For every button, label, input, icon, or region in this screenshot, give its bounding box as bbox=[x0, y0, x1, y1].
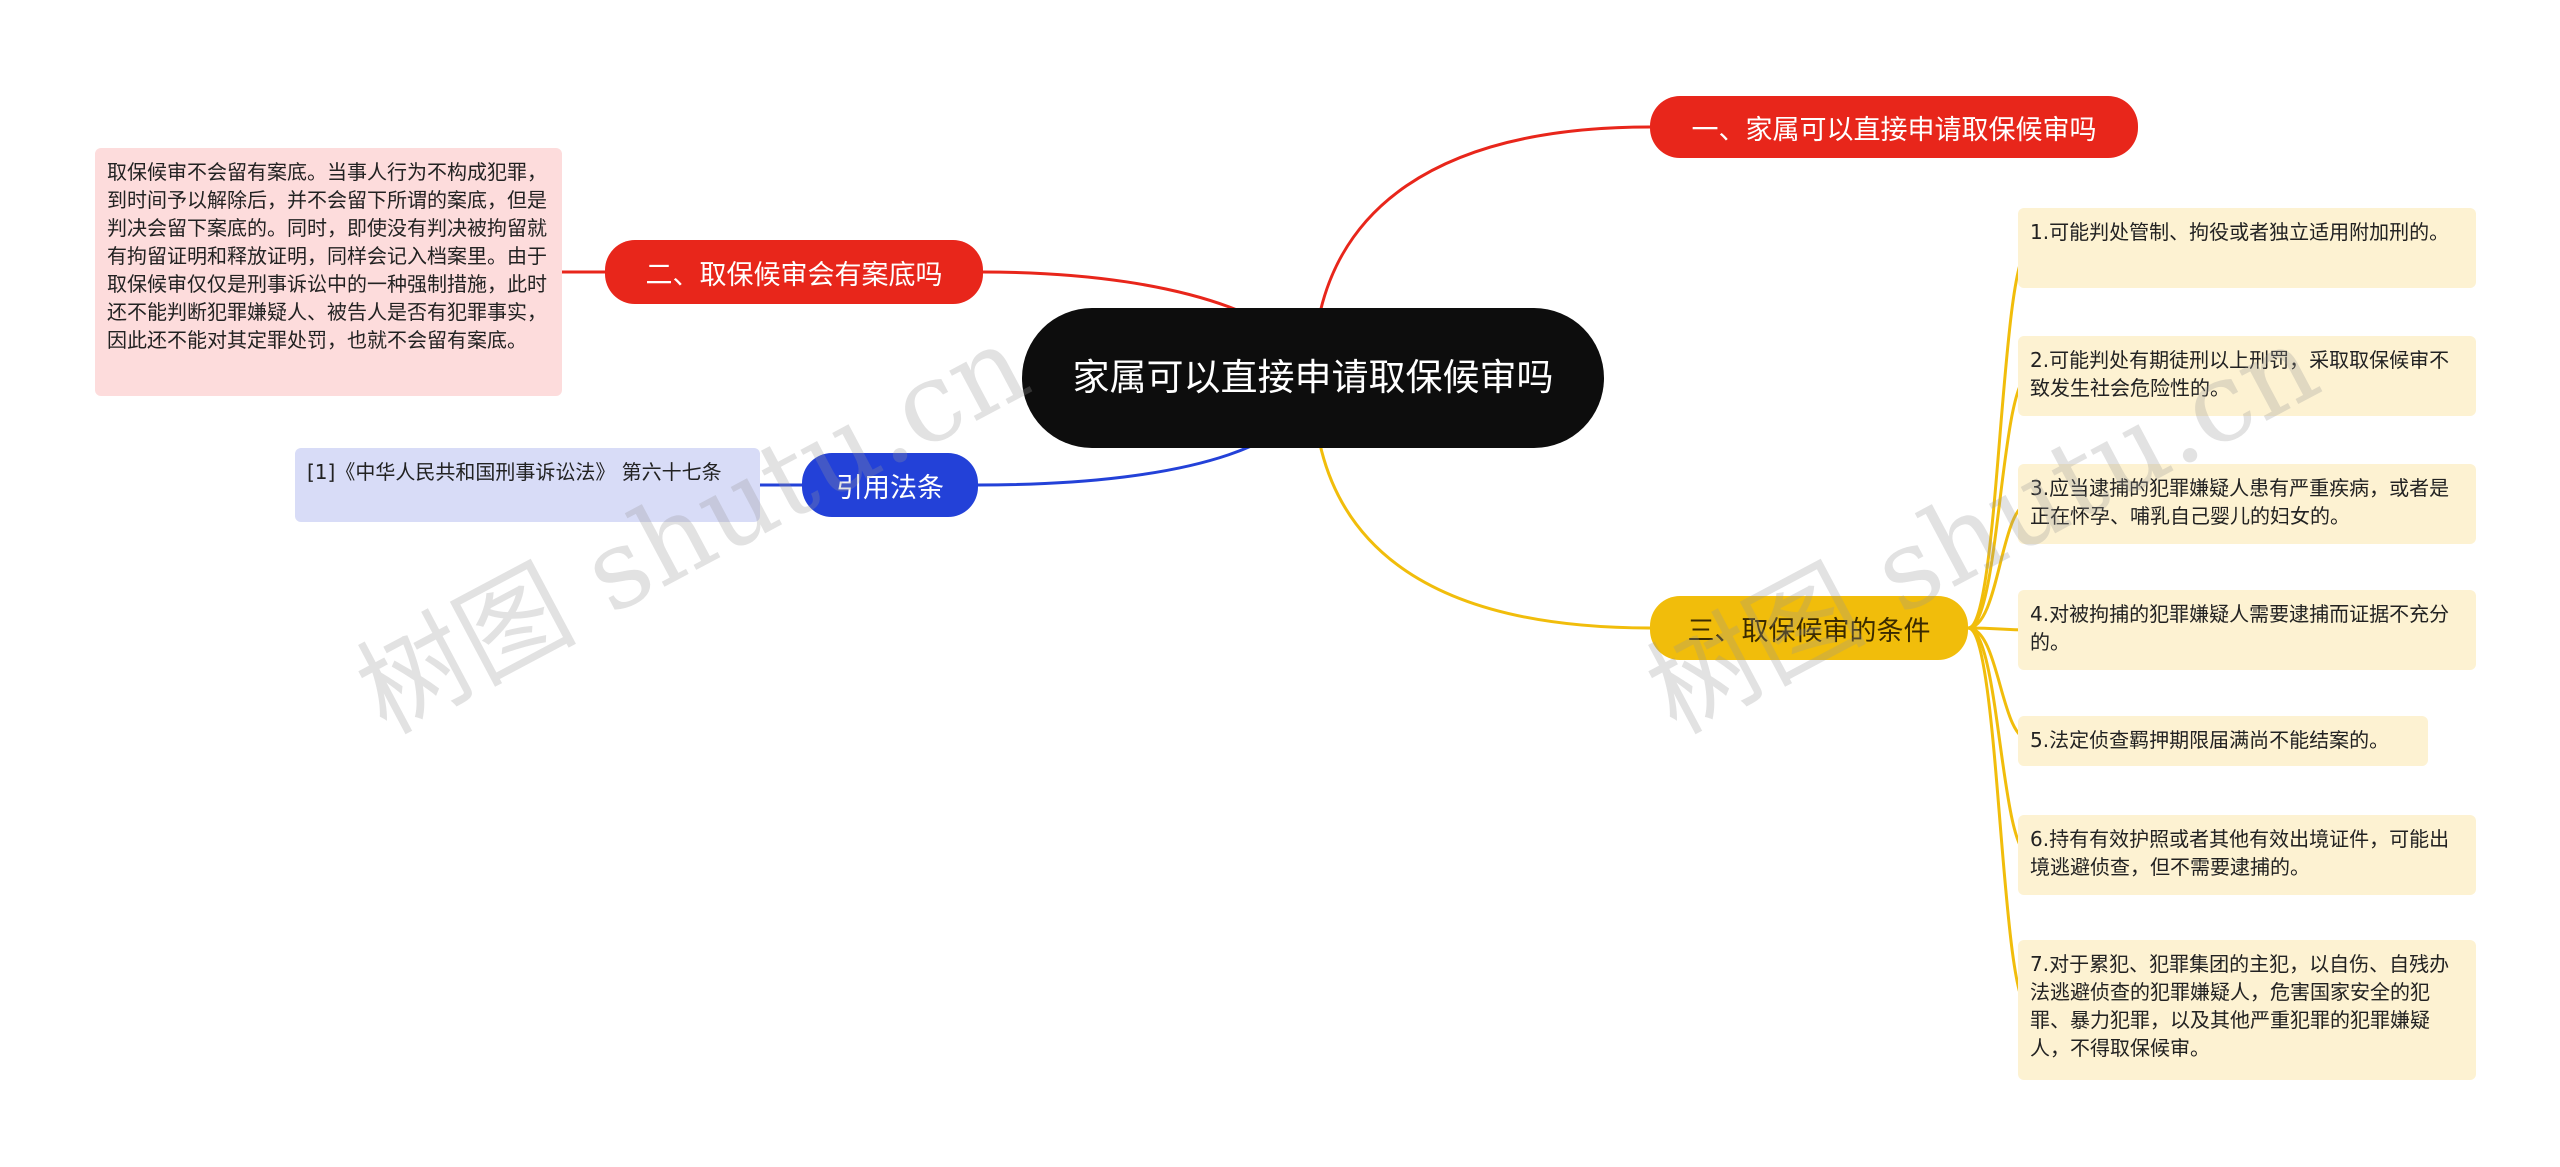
condition-item-6: 6.持有有效护照或者其他有效出境证件，可能出境逃避侦查，但不需要逮捕的。 bbox=[2018, 815, 2476, 895]
branch-2-note: 取保候审不会留有案底。当事人行为不构成犯罪，到时间予以解除后，并不会留下所谓的案… bbox=[95, 148, 562, 396]
branch-2-note-text: 取保候审不会留有案底。当事人行为不构成犯罪，到时间予以解除后，并不会留下所谓的案… bbox=[107, 160, 547, 352]
branch-2-node[interactable]: 二、取保候审会有案底吗 bbox=[605, 240, 983, 304]
branch-4-node[interactable]: 三、取保候审的条件 bbox=[1650, 596, 1968, 660]
condition-item-3: 3.应当逮捕的犯罪嫌疑人患有严重疾病，或者是正在怀孕、哺乳自己婴儿的妇女的。 bbox=[2018, 464, 2476, 544]
branch-3-note-text: [1]《中华人民共和国刑事诉讼法》 第六十七条 bbox=[307, 460, 722, 484]
branch-1-label: 一、家属可以直接申请取保候审吗 bbox=[1691, 114, 2097, 146]
condition-item-7-text: 7.对于累犯、犯罪集团的主犯，以自伤、自残办法逃避侦查的犯罪嫌疑人，危害国家安全… bbox=[2030, 952, 2450, 1060]
branch-1-node[interactable]: 一、家属可以直接申请取保候审吗 bbox=[1650, 96, 2138, 158]
condition-item-5-text: 5.法定侦查羁押期限届满尚不能结案的。 bbox=[2030, 728, 2390, 752]
branch-4-label: 三、取保候审的条件 bbox=[1687, 615, 1931, 647]
branch-2-label: 二、取保候审会有案底吗 bbox=[645, 259, 943, 291]
branch-3-node[interactable]: 引用法条 bbox=[802, 453, 978, 517]
condition-item-6-text: 6.持有有效护照或者其他有效出境证件，可能出境逃避侦查，但不需要逮捕的。 bbox=[2030, 827, 2450, 879]
condition-item-2: 2.可能判处有期徒刑以上刑罚，采取取保候审不致发生社会危险性的。 bbox=[2018, 336, 2476, 416]
condition-item-7: 7.对于累犯、犯罪集团的主犯，以自伤、自残办法逃避侦查的犯罪嫌疑人，危害国家安全… bbox=[2018, 940, 2476, 1080]
root-node[interactable]: 家属可以直接申请取保候审吗 bbox=[1022, 308, 1604, 448]
condition-item-4: 4.对被拘捕的犯罪嫌疑人需要逮捕而证据不充分的。 bbox=[2018, 590, 2476, 670]
branch-3-label: 引用法条 bbox=[836, 472, 944, 504]
root-label: 家属可以直接申请取保候审吗 bbox=[1072, 356, 1554, 399]
condition-item-1: 1.可能判处管制、拘役或者独立适用附加刑的。 bbox=[2018, 208, 2476, 288]
condition-item-5: 5.法定侦查羁押期限届满尚不能结案的。 bbox=[2018, 716, 2428, 766]
branch-3-note: [1]《中华人民共和国刑事诉讼法》 第六十七条 bbox=[295, 448, 760, 522]
condition-item-3-text: 3.应当逮捕的犯罪嫌疑人患有严重疾病，或者是正在怀孕、哺乳自己婴儿的妇女的。 bbox=[2030, 476, 2450, 528]
condition-item-2-text: 2.可能判处有期徒刑以上刑罚，采取取保候审不致发生社会危险性的。 bbox=[2030, 348, 2450, 400]
condition-item-1-text: 1.可能判处管制、拘役或者独立适用附加刑的。 bbox=[2030, 220, 2450, 244]
condition-item-4-text: 4.对被拘捕的犯罪嫌疑人需要逮捕而证据不充分的。 bbox=[2030, 602, 2450, 654]
